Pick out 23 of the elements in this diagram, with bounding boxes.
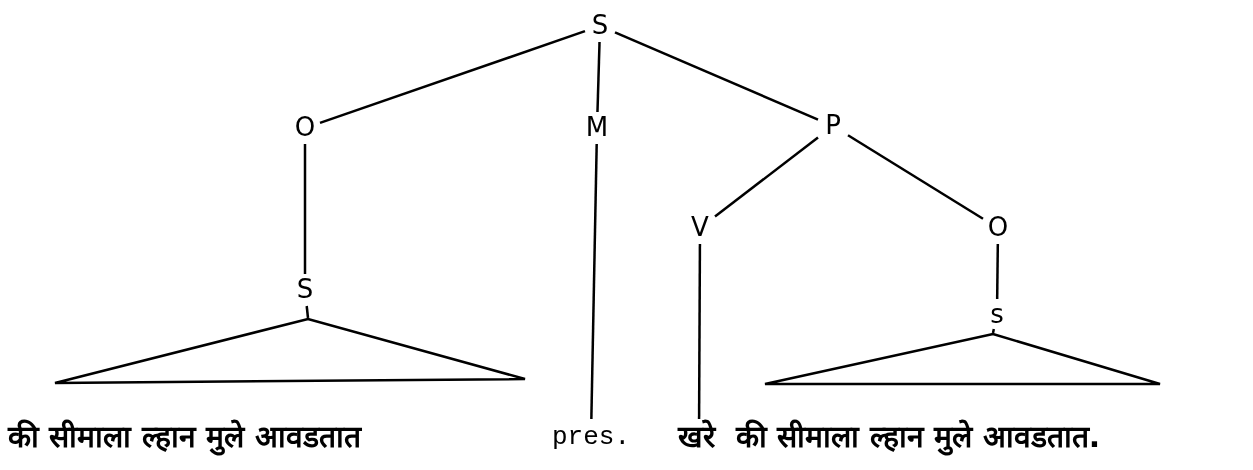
sentence-text: की सीमाला ल्हान मुले आवडतात bbox=[8, 419, 361, 455]
category-label: S bbox=[290, 274, 320, 306]
category-label: S bbox=[585, 10, 615, 42]
tree-branch bbox=[614, 31, 819, 121]
tree-branch bbox=[596, 41, 601, 113]
tree-branch bbox=[319, 30, 586, 124]
tree-branch bbox=[847, 134, 984, 220]
tree-branch bbox=[991, 328, 996, 334]
tree-branch bbox=[303, 144, 307, 274]
category-label: O bbox=[290, 112, 320, 144]
word-text: pres. bbox=[548, 419, 634, 455]
category-label: M bbox=[580, 112, 614, 144]
tree-branch bbox=[714, 136, 819, 218]
sentence-text: की सीमाला ल्हान मुले आवडतात. bbox=[736, 419, 1101, 455]
tree-branch bbox=[590, 143, 598, 420]
tree-branch bbox=[995, 244, 1000, 299]
tree-branch bbox=[305, 305, 310, 319]
tree-branch bbox=[697, 244, 702, 419]
category-label: V bbox=[685, 212, 715, 244]
category-label: P bbox=[818, 110, 848, 142]
category-label: O bbox=[983, 212, 1013, 244]
category-label: s bbox=[982, 299, 1012, 329]
word-text: खरे bbox=[678, 419, 720, 455]
